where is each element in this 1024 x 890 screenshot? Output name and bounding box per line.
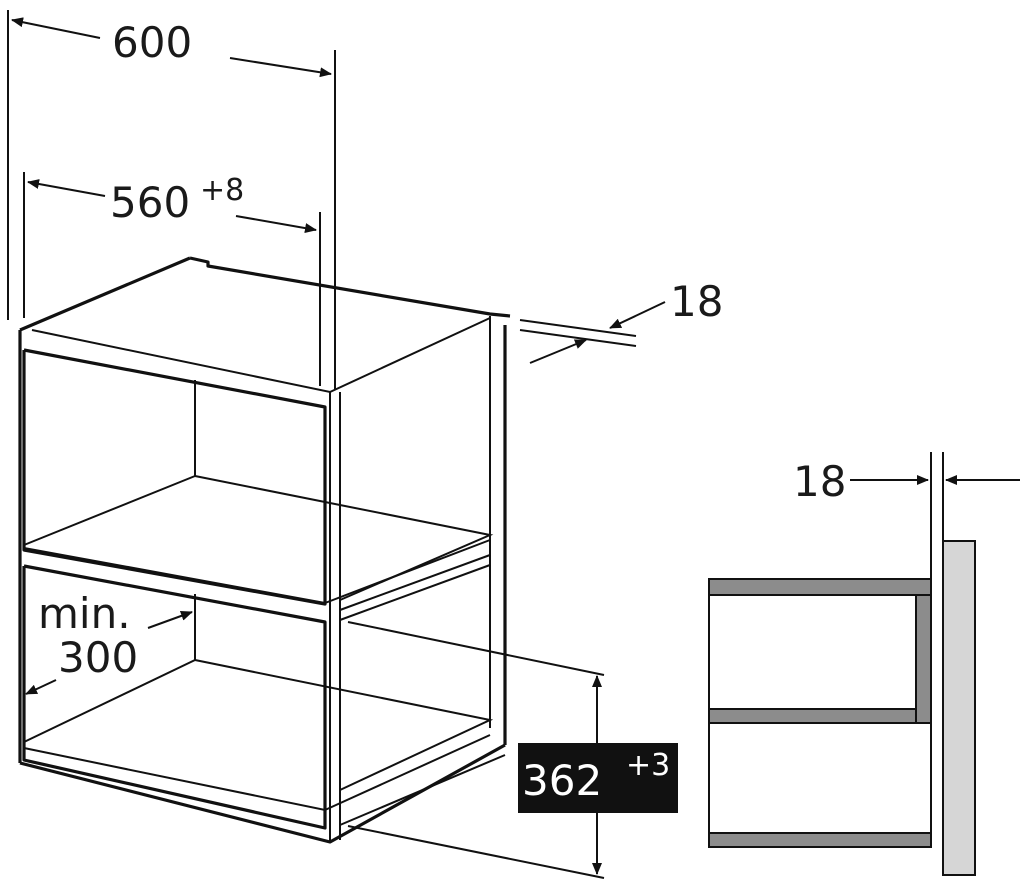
- middle-shelf: [708, 708, 917, 724]
- dim-label-560: 560: [110, 178, 190, 227]
- dimension-560: 560 +8: [23, 172, 321, 386]
- middle-divider-side-2: [339, 564, 491, 621]
- section-view: 18: [708, 452, 1020, 876]
- top-slab-lower-edge: [31, 317, 491, 394]
- cabinet-top-back-edge: [189, 256, 511, 318]
- dim-label-18-top: 18: [670, 277, 723, 326]
- upper-opening-back: [23, 380, 196, 546]
- lower-shelf-front: [23, 734, 491, 812]
- dim-label-300: 300: [58, 633, 138, 682]
- dimension-min-300: min. 300: [25, 589, 193, 695]
- cabinet-bottom-edge: [19, 743, 506, 844]
- extension-line-bottom: [347, 825, 605, 879]
- dimension-362: 362 +3: [347, 621, 678, 879]
- dim-label-min: min.: [38, 589, 131, 638]
- dim-label-600: 600: [112, 18, 192, 67]
- dim-label-362: 362: [522, 756, 602, 805]
- dim-arrow-left: [11, 17, 101, 39]
- top-shelf: [708, 578, 932, 596]
- dim-arrow-right: [235, 215, 317, 234]
- dim-arrow-right: [229, 57, 332, 78]
- cabinet-bottom-inner: [339, 754, 506, 826]
- upper-opening-frame: [22, 348, 327, 606]
- dim-arrow-back: [147, 611, 193, 629]
- dimension-600: 600: [7, 10, 336, 390]
- dim-arrow-2: [529, 339, 587, 364]
- dim-label-box: [518, 743, 678, 813]
- extension-line-1: [519, 319, 637, 337]
- dim-arrow-front: [25, 679, 57, 695]
- back-plate: [915, 594, 932, 724]
- dim-label-18-section: 18: [793, 457, 846, 506]
- cabinet-drawing: [18, 256, 511, 844]
- dim-tolerance-362: +3: [626, 748, 670, 783]
- upper-shelf-front: [23, 539, 491, 605]
- wall-panel: [942, 540, 976, 876]
- extension-line-top: [347, 621, 605, 676]
- bottom-shelf: [708, 832, 932, 848]
- dimension-18-top: 18: [519, 277, 723, 364]
- dim-arrow-1: [609, 301, 666, 329]
- cabinet-front-top-edge: [19, 256, 191, 332]
- lower-opening-frame: [22, 564, 327, 830]
- dim-arrow-left: [27, 179, 106, 197]
- lower-shelf-back: [194, 659, 494, 791]
- dim-tolerance-560: +8: [200, 173, 244, 208]
- extension-line-2: [519, 329, 637, 347]
- middle-divider-side: [339, 554, 491, 611]
